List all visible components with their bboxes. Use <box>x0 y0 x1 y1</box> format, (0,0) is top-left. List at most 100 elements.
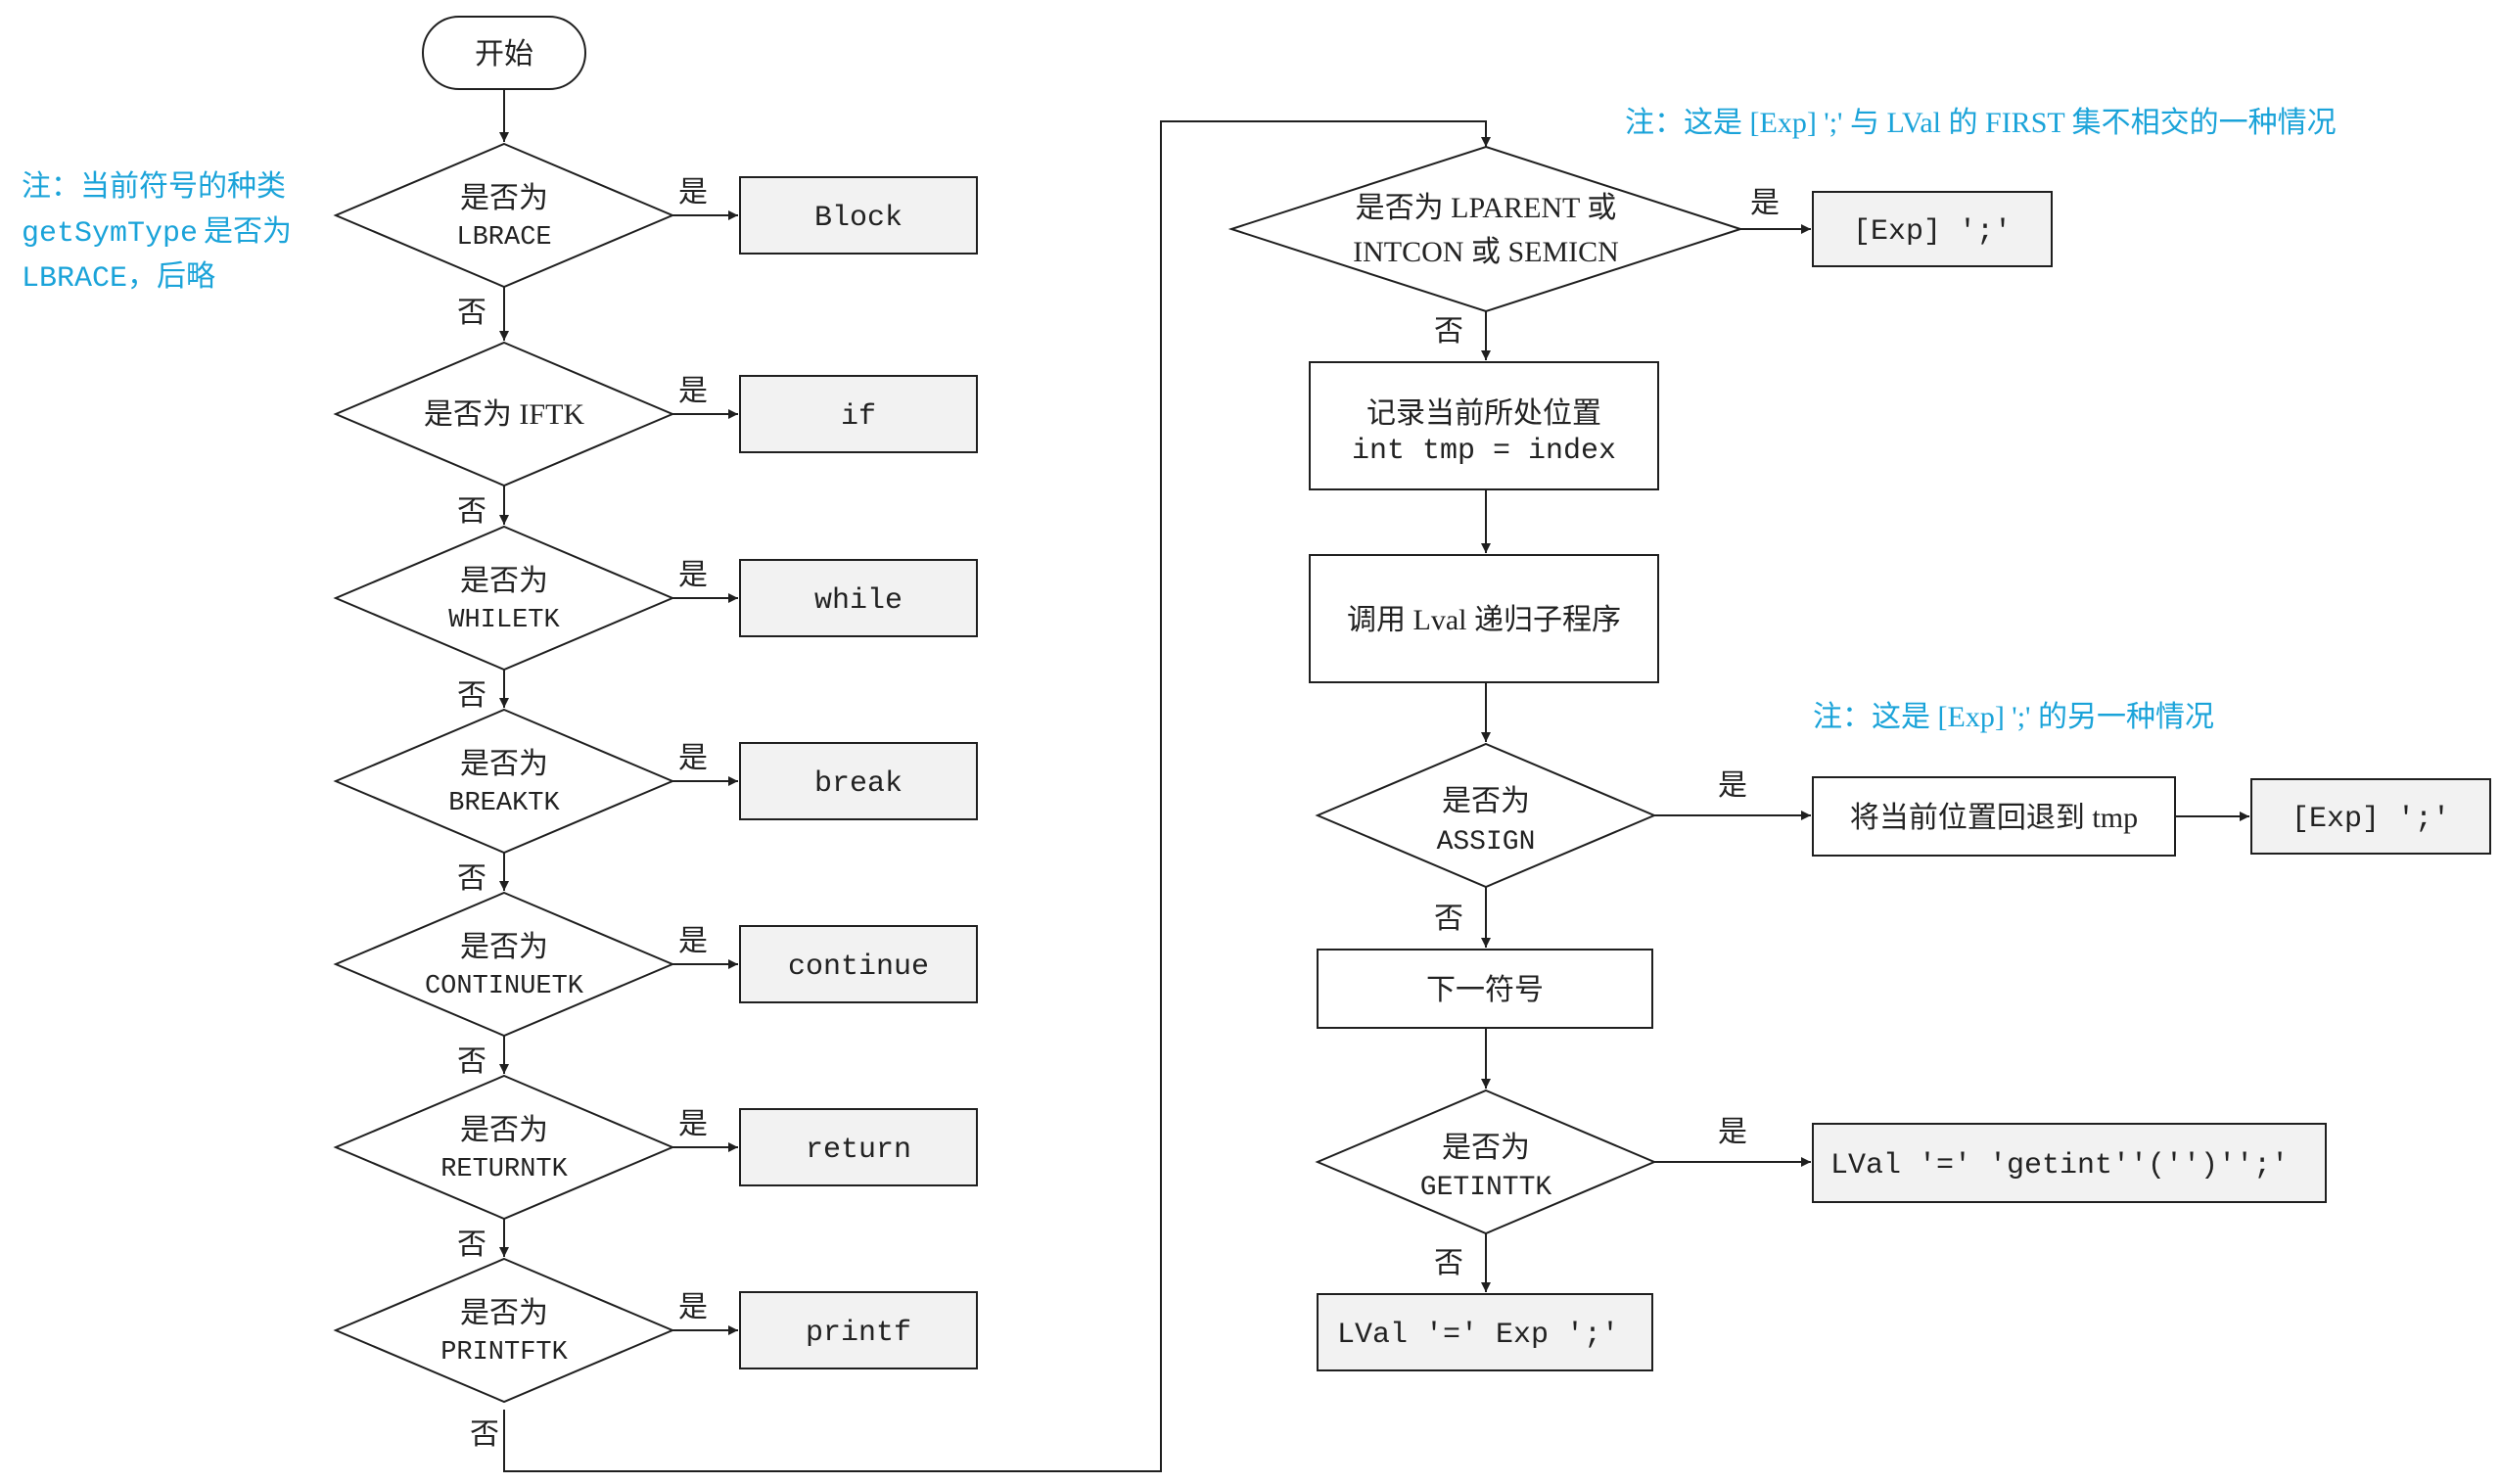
rollback-text: 将当前位置回退到 tmp <box>1850 802 2138 834</box>
result-box-exp-semicolon-1: [Exp] ';' <box>1812 191 2053 267</box>
decision-line2: WHILETK <box>448 606 560 635</box>
decision-getinttk: 是否为 GETINTTK <box>1315 1089 1657 1235</box>
result-box <box>739 375 978 453</box>
result-label: while <box>814 584 903 618</box>
decision-line1: 是否为 <box>460 1297 548 1329</box>
no-label-decision1: 否 <box>1434 315 1463 348</box>
result-box-exp-semicolon-2: [Exp] ';' <box>2250 778 2491 855</box>
decision-diamond <box>333 1074 675 1221</box>
result-label: printf <box>806 1317 911 1350</box>
call-lval-text: 调用 Lval 递归子程序 <box>1347 604 1621 636</box>
connector-to-right-column: 否 <box>470 120 1491 1472</box>
left-note-code-gettype: getSymType <box>22 217 198 251</box>
decision-left-6: 是否为 RETURNTK 是 return 否 <box>333 1074 978 1261</box>
result-exp-semicolon-2: [Exp] ';' <box>2292 803 2450 836</box>
decision-line1: 是否为 IFTK <box>424 398 584 431</box>
no-label: 否 <box>457 1229 486 1261</box>
yes-label: 是 <box>678 1108 708 1140</box>
decision1-line2: INTCON 或 SEMICN <box>1353 236 1619 268</box>
yes-label: 是 <box>678 742 708 774</box>
left-note-text3: ，后略 <box>127 260 215 293</box>
no-label-decision2: 否 <box>1434 903 1463 935</box>
decision-left-7: 是否为 PRINTFTK 是 printf <box>333 1257 978 1404</box>
decision2-line2: ASSIGN <box>1437 827 1536 858</box>
yes-label: 是 <box>678 176 708 209</box>
decision-left-5: 是否为 CONTINUETK 是 continue 否 <box>333 891 978 1078</box>
decision-line1: 是否为 <box>460 931 548 963</box>
yes-label: 是 <box>678 1291 708 1323</box>
result-exp-semicolon-1: [Exp] ';' <box>1853 215 2012 249</box>
final-box-lval-exp: LVal '=' Exp ';' <box>1317 1293 1653 1371</box>
record-line2: int tmp = index <box>1352 435 1616 468</box>
decision-line1: 是否为 <box>460 748 548 780</box>
decision-left-3: 是否为 WHILETK 是 while 否 <box>333 525 978 712</box>
next-symbol-text: 下一符号 <box>1426 974 1544 1006</box>
yes-label: 是 <box>678 559 708 591</box>
yes-label: 是 <box>678 375 708 407</box>
result-label: continue <box>788 951 929 984</box>
no-label: 否 <box>457 1045 486 1078</box>
right-note-mid: 注：这是 [Exp] ';' 的另一种情况 <box>1813 701 2214 733</box>
decision-line2: RETURNTK <box>440 1155 568 1184</box>
decision-line2: LBRACE <box>456 223 551 253</box>
decision-diamond <box>333 1257 675 1404</box>
record-line1: 记录当前所处位置 <box>1366 397 1601 430</box>
result-box <box>739 1108 978 1186</box>
left-note-code-lbrace: LBRACE <box>22 262 127 296</box>
no-label: 否 <box>457 679 486 712</box>
decision-left-4: 是否为 BREAKTK 是 break 否 <box>333 708 978 895</box>
decision-assign: 是否为 ASSIGN <box>1315 742 1657 889</box>
decision-diamond <box>333 142 675 289</box>
next-symbol-box: 下一符号 <box>1317 949 1653 1029</box>
decision-line1: 是否为 <box>460 565 548 597</box>
result-box-getint: LVal '=' 'getint''('')'';' <box>1812 1123 2327 1203</box>
call-lval-box: 调用 Lval 递归子程序 <box>1309 554 1659 683</box>
decision-diamond <box>333 525 675 672</box>
decision-lparent-intcon-semicn: 是否为 LPARENT 或 INTCON 或 SEMICN <box>1227 145 1744 313</box>
result-box <box>739 559 978 637</box>
no-label-printftk: 否 <box>470 1418 499 1451</box>
result-box <box>739 176 978 255</box>
start-node: 开始 <box>422 16 586 90</box>
result-label: Block <box>814 202 903 235</box>
result-label: break <box>814 767 903 801</box>
decision-line2: CONTINUETK <box>425 972 584 1001</box>
decision2-line1: 是否为 <box>1442 785 1530 817</box>
final-lval-exp: LVal '=' Exp ';' <box>1337 1319 1619 1352</box>
rollback-box: 将当前位置回退到 tmp <box>1812 776 2176 857</box>
right-note-top: 注：这是 [Exp] ';' 与 LVal 的 FIRST 集不相交的一种情况 <box>1625 107 2337 139</box>
decision-diamond <box>333 891 675 1038</box>
no-label-decision3: 否 <box>1434 1247 1463 1279</box>
result-box <box>739 1291 978 1369</box>
yes-label-decision3: 是 <box>1718 1116 1747 1148</box>
yes-label-decision1: 是 <box>1750 187 1780 219</box>
decision1-line1: 是否为 LPARENT 或 <box>1356 192 1617 224</box>
left-note-line3: LBRACE，后略 <box>22 260 215 296</box>
decision-line2: BREAKTK <box>448 789 560 818</box>
decision-diamond <box>333 708 675 855</box>
start-label: 开始 <box>475 38 533 70</box>
no-label: 否 <box>457 862 486 895</box>
result-box <box>739 742 978 820</box>
yes-label-decision2: 是 <box>1718 769 1747 802</box>
left-note-text2: 是否为 <box>204 215 292 248</box>
record-position-box: 记录当前所处位置 int tmp = index <box>1309 361 1659 490</box>
decision3-line2: GETINTTK <box>1420 1173 1552 1203</box>
decision-line2: PRINTFTK <box>440 1338 568 1368</box>
decision3-line1: 是否为 <box>1442 1132 1530 1164</box>
result-label: return <box>806 1134 911 1167</box>
result-getint: LVal '=' 'getint''('')'';' <box>1830 1149 2289 1183</box>
left-note-line1: 注：当前符号的种类 <box>22 170 286 203</box>
no-label: 否 <box>457 495 486 528</box>
result-box <box>739 925 978 1003</box>
no-label: 否 <box>457 297 486 329</box>
decision-left-2: 是否为 IFTK 是 if 否 <box>333 341 978 528</box>
yes-label: 是 <box>678 925 708 957</box>
decision-line1: 是否为 <box>460 1114 548 1146</box>
result-label: if <box>841 400 876 434</box>
